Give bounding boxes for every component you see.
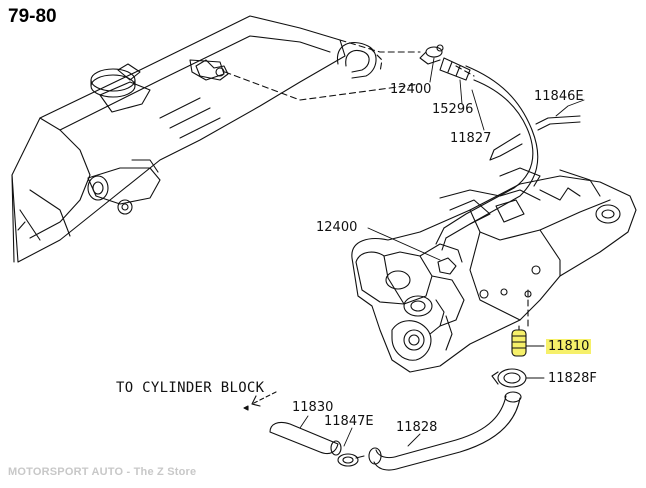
part-label-12400-upper[interactable]: 12400 — [390, 82, 432, 97]
clamp-11828f — [491, 368, 527, 388]
part-label-11810[interactable]: 11810 — [546, 339, 592, 354]
part-label-11828f[interactable]: 11828F — [548, 371, 597, 386]
store-watermark: MOTORSPORT AUTO - The Z Store — [8, 466, 197, 478]
part-label-11830[interactable]: 11830 — [292, 400, 334, 415]
part-label-11828[interactable]: 11828 — [396, 420, 438, 435]
direction-arrow — [243, 391, 277, 411]
lower-hose-11828 — [368, 391, 522, 471]
hose-11830 — [269, 421, 365, 467]
blowby-hose — [435, 65, 539, 251]
intake-manifold-drawing — [351, 167, 637, 373]
pcv-valve-11810 — [511, 325, 527, 357]
part-label-11847e[interactable]: 11847E — [324, 414, 374, 429]
valve-cover-drawing — [11, 15, 346, 263]
destination-label: TO CYLINDER BLOCK — [116, 380, 265, 396]
upper-clamp-fitting — [419, 44, 471, 81]
small-tube-11846e — [489, 115, 581, 161]
loop-tube — [336, 42, 377, 79]
part-label-12400-lower[interactable]: 12400 — [316, 220, 358, 235]
part-label-11846e[interactable]: 11846E — [534, 89, 584, 104]
part-label-11827[interactable]: 11827 — [450, 131, 492, 146]
part-label-15296[interactable]: 15296 — [432, 102, 474, 117]
year-range-label: 79-80 — [8, 6, 57, 27]
leader-lines — [299, 57, 585, 447]
